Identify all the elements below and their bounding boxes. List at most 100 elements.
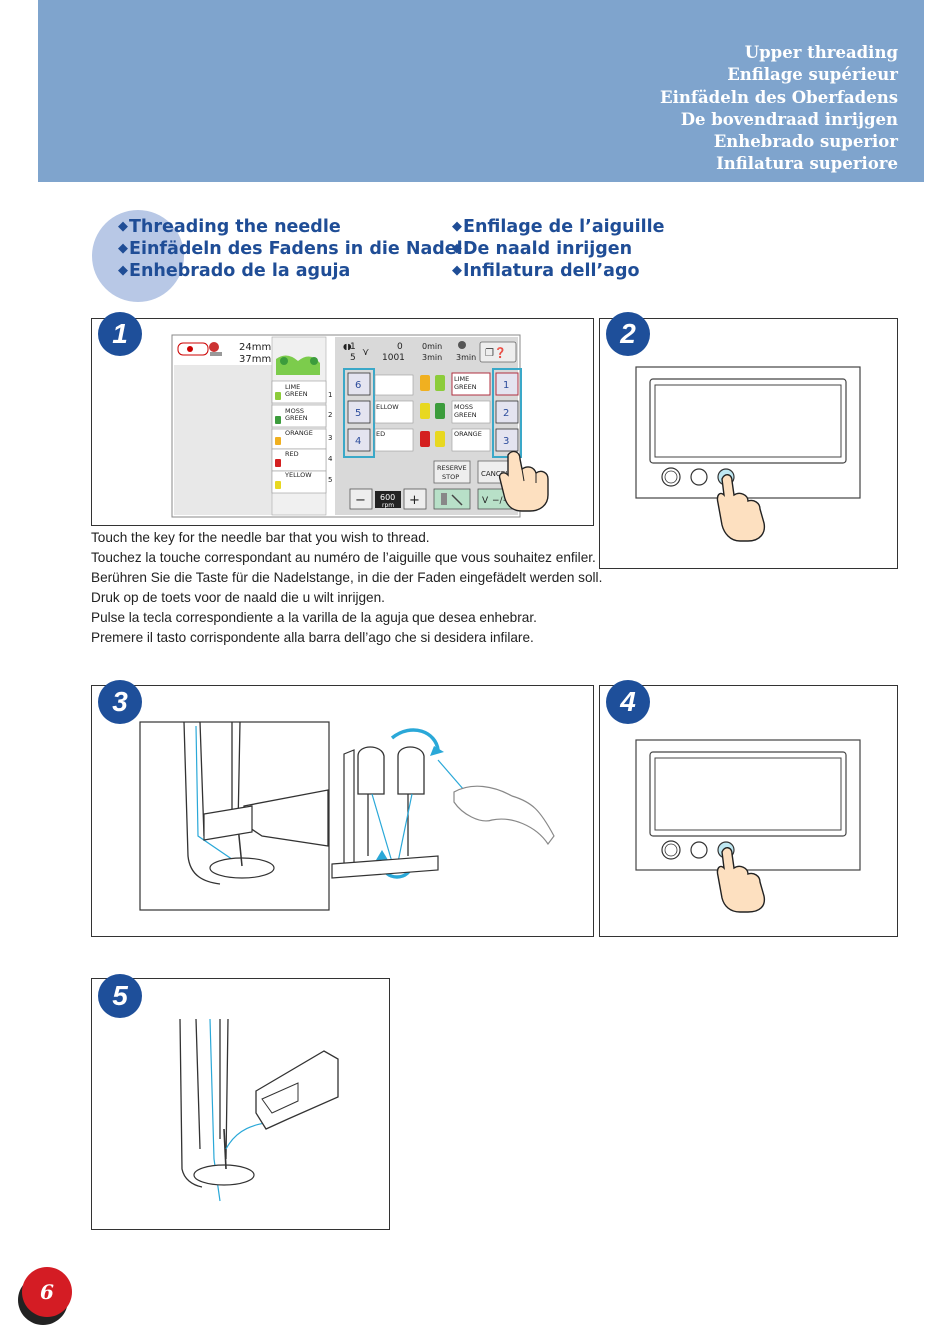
pointing-hand-icon [716,474,766,542]
heading-en: Threading the needle [129,217,341,237]
needle-button-3[interactable]: 3 [495,428,519,452]
heading-it: Infilatura dell’ago [463,261,640,282]
panel-button[interactable] [690,468,708,486]
svg-text:3min: 3min [456,353,476,362]
svg-text:⋎: ⋎ [362,347,369,358]
instruction-it: Premere il tasto corrispondente alla bar… [91,630,534,646]
svg-text:ELLOW: ELLOW [376,403,399,411]
heading-es: Enhebrado de la aguja [129,261,351,282]
svg-text:RESERVE: RESERVE [437,464,467,472]
svg-text:MOSS: MOSS [454,403,473,411]
color-list-item[interactable]: MOSS GREEN 2 [271,404,332,428]
color-list-item[interactable]: LIME GREEN 1 [271,380,332,404]
svg-text:6: 6 [355,380,361,391]
panel-button[interactable] [690,841,708,859]
needle-button-4[interactable]: 4 [347,428,371,452]
svg-text:GREEN: GREEN [285,390,308,398]
color-list-item[interactable]: YELLOW 5 [271,470,332,494]
speed-minus-button[interactable]: − [349,488,373,510]
needle-eye-illustration [179,1018,339,1202]
step-4-panel [599,685,898,937]
instruction-en: Touch the key for the needle bar that yo… [91,530,430,545]
title-fr: Enfilage supérieur [727,65,898,85]
counter-strip: ◖◗ 1 5 ⋎ 0 1001 0min 3min 3min ❐❓ [343,341,517,363]
svg-text:3: 3 [503,436,509,447]
svg-text:YELLOW: YELLOW [284,471,312,479]
bullet-diamond-icon: ◆ [452,219,462,234]
reserve-stop-button[interactable]: RESERVE STOP [433,460,471,484]
header-titles: Upper threading Enfilage supérieur Einfä… [660,42,898,176]
speed-plus-button[interactable]: + [403,488,427,510]
svg-text:Ⅴ: Ⅴ [482,496,489,506]
svg-text:5: 5 [355,408,361,419]
size-1-text: 24mm [239,342,271,353]
svg-text:1: 1 [503,380,509,391]
threading-illustration [139,721,555,911]
step-2-badge: 2 [606,312,650,356]
heading-nl: De naald inrijgen [463,239,633,260]
svg-text:2: 2 [328,411,332,419]
color-list-item[interactable]: RED 4 [271,448,333,472]
title-nl: De bovendraad inrijgen [680,109,898,129]
bullet-diamond-icon: ◆ [118,263,128,279]
svg-text:0min: 0min [422,342,442,351]
step-1-badge: 1 [98,312,142,356]
svg-text:ORANGE: ORANGE [454,430,482,438]
svg-text:0: 0 [397,342,403,352]
bullet-diamond-icon: ◆ [452,241,462,257]
threading-button[interactable] [433,488,471,510]
needle-button-5[interactable]: 5 [347,400,371,424]
instruction-fr: Touchez la touche correspondant au numér… [91,550,596,566]
bullet-diamond-icon: ◆ [452,263,462,279]
svg-text:5: 5 [328,476,332,484]
color-list: LIME GREEN 1 MOSS GREEN 2 ORANGE 3 RED [271,380,333,494]
step-2-panel [599,318,898,569]
title-es: Enhebrado superior [713,132,898,152]
section-circle-decoration [92,210,184,302]
svg-text:5: 5 [350,353,356,363]
svg-text:◖◗: ◖◗ [343,342,351,351]
svg-text:GREEN: GREEN [285,414,308,422]
svg-text:−: − [355,493,366,508]
svg-text:STOP: STOP [442,473,459,481]
title-en: Upper threading [744,43,898,62]
needle-button-2[interactable]: 2 [495,400,519,424]
step-1-panel: 24mm 37mm LIME GREEN 1 MOSS GREEN 2 [91,318,594,526]
step-3-panel [91,685,594,937]
color-list-item[interactable]: ORANGE 3 [271,428,332,450]
instructions-text: Touch the key for the needle bar that yo… [91,528,611,649]
heading-fr: Enfilage de l’aiguille [463,217,665,237]
page-number: 6 [22,1267,72,1317]
svg-text:−/+: −/+ [492,496,510,506]
svg-text:1001: 1001 [382,353,405,363]
svg-text:1: 1 [328,391,332,399]
svg-text:GREEN: GREEN [454,411,477,419]
svg-text:MOSS: MOSS [285,407,304,415]
bullet-diamond-icon: ◆ [118,241,128,257]
heading-de: Einfädeln des Fadens in die Nadel [129,239,463,260]
speed-value: 600 [380,493,395,502]
svg-text:ORANGE: ORANGE [285,429,313,437]
help-button[interactable] [479,341,517,363]
title-de: Einfädeln des Oberfadens [660,87,898,107]
control-panel-illustration [635,366,861,542]
step-5-badge: 5 [98,974,142,1018]
bullet-diamond-icon: ◆ [118,219,128,234]
header-band [38,0,924,182]
svg-text:2: 2 [503,408,509,419]
svg-text:❐❓: ❐❓ [485,346,506,359]
instruction-de: Berühren Sie die Taste für die Nadelstan… [91,570,603,586]
needle-button-1[interactable]: 1 [495,372,519,396]
control-panel-illustration [635,739,861,913]
instruction-es: Pulse la tecla correspondiente a la vari… [91,610,537,626]
svg-text:ED: ED [376,430,385,438]
svg-text:+: + [409,493,420,508]
svg-text:LIME: LIME [285,383,300,391]
speed-unit: rpm [382,502,394,509]
needle-button-6[interactable]: 6 [347,372,371,396]
svg-text:RED: RED [285,450,299,458]
instruction-nl: Druk op de toets voor de naald die u wil… [91,590,385,606]
pointing-hand-icon [498,450,549,512]
svg-text:3: 3 [328,434,332,442]
svg-text:LIME: LIME [454,375,469,383]
